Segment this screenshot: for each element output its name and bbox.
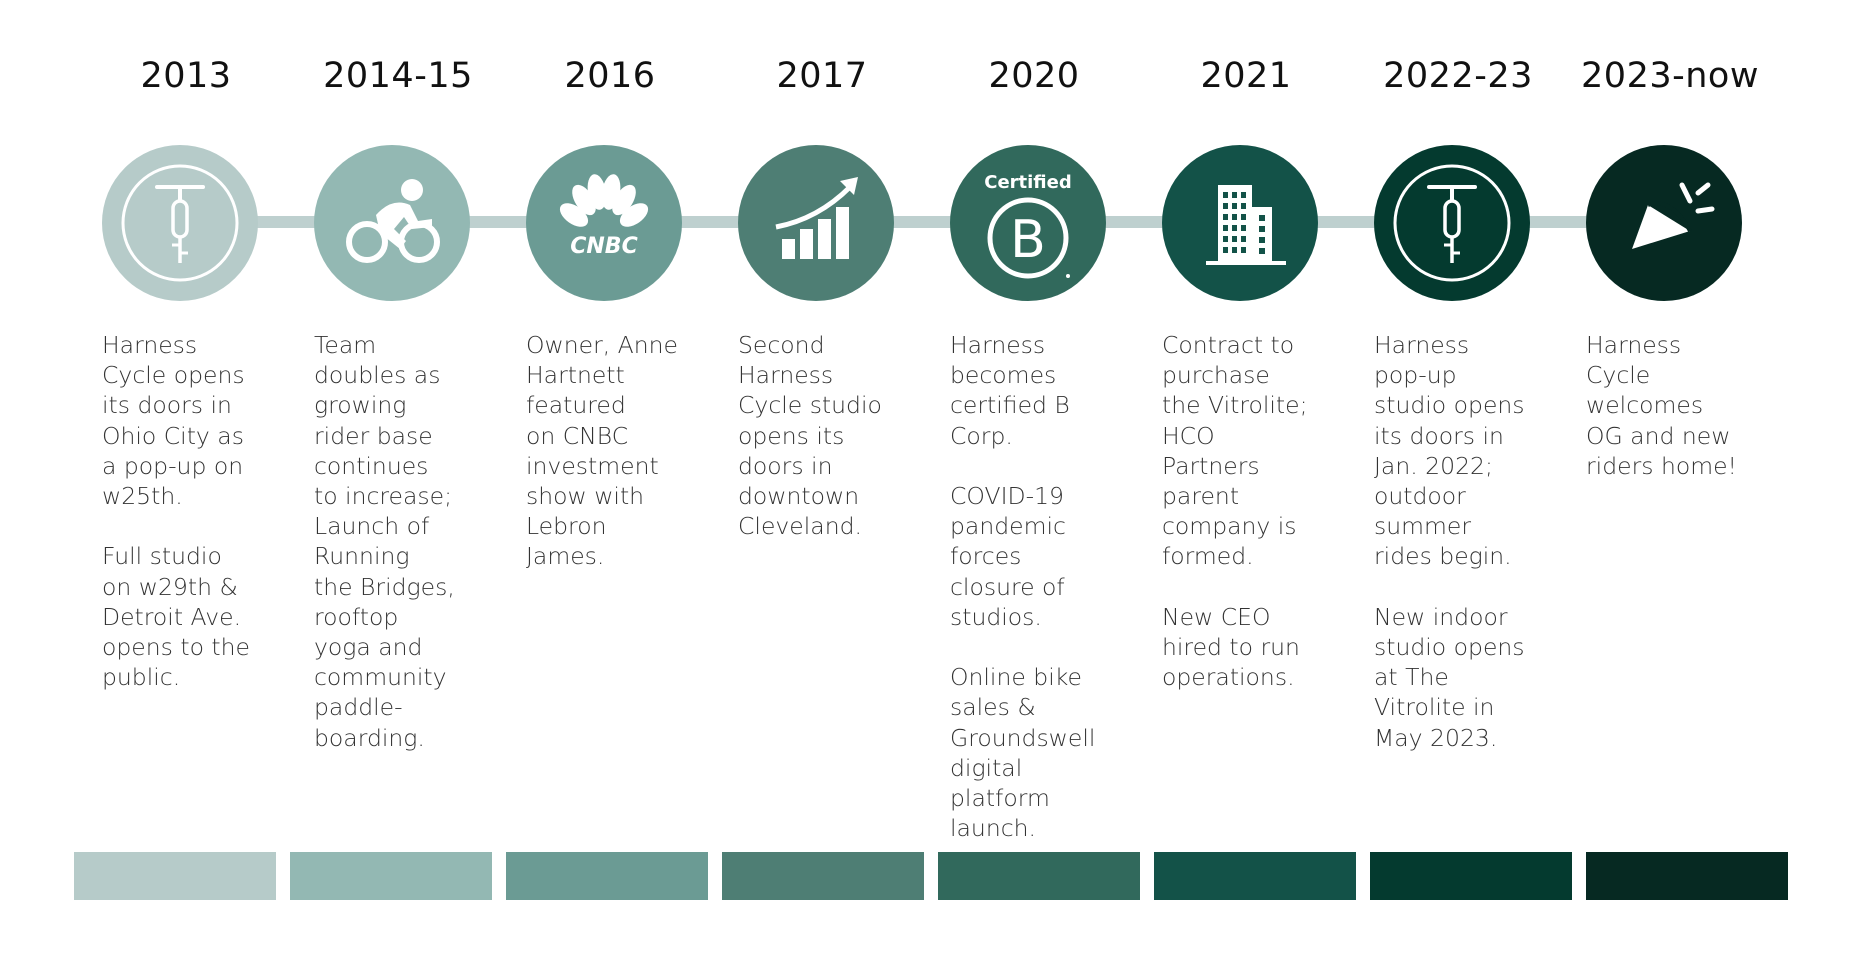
color-bar-segment xyxy=(506,852,708,900)
milestone-2016: 2016 CNBC Owner, Anne Hartnett featured o… xyxy=(502,0,718,920)
bike-front-icon xyxy=(121,164,239,282)
milestone-description: Contract to purchase the Vitrolite; HCO … xyxy=(1162,331,1308,692)
color-bar-segment xyxy=(1586,852,1788,900)
milestone-2017: 2017 Second Harness Cycle studio opens i… xyxy=(714,0,930,920)
milestone-year: 2021 xyxy=(1200,56,1292,96)
milestone-year: 2022-23 xyxy=(1383,56,1533,96)
milestone-2023-now: 2023-now Harness Cycle welcomes OG and n… xyxy=(1562,0,1778,920)
color-bar-segment xyxy=(1370,852,1572,900)
milestone-icon-circle xyxy=(738,145,894,301)
milestone-year: 2016 xyxy=(564,56,656,96)
milestone-icon-circle: CNBC xyxy=(526,145,682,301)
milestone-2020: 2020 Certified B Harness becomes certifi… xyxy=(926,0,1142,920)
color-bar-segment xyxy=(290,852,492,900)
b-corp-icon: Certified B xyxy=(984,172,1072,279)
milestone-year: 2020 xyxy=(988,56,1080,96)
milestone-description: Harness Cycle welcomes OG and new riders… xyxy=(1586,331,1737,480)
milestone-year: 2014-15 xyxy=(323,56,473,96)
party-popper-icon xyxy=(1632,182,1715,249)
milestone-icon-circle: Certified B xyxy=(950,145,1106,301)
milestone-2022-23: 2022-23 Harness pop-up studio opens its … xyxy=(1350,0,1566,920)
milestone-2014-15: 2014-15 Team doubles as growing rider ba… xyxy=(290,0,506,920)
color-bar-segment xyxy=(938,852,1140,900)
milestone-2013: 2013 Harness Cycle opens its doors in Oh… xyxy=(78,0,294,920)
milestone-description: Harness becomes certified B Corp. COVID-… xyxy=(950,331,1096,843)
cyclist-icon xyxy=(346,179,440,263)
milestone-icon-circle xyxy=(102,145,258,301)
milestone-icon-circle xyxy=(1162,145,1318,301)
milestone-icon-circle xyxy=(1374,145,1530,301)
svg-text:CNBC: CNBC xyxy=(570,234,637,259)
svg-text:B: B xyxy=(1010,210,1046,270)
growth-chart-icon xyxy=(775,177,858,259)
milestone-description: Owner, Anne Hartnett featured on CNBC in… xyxy=(526,331,678,571)
milestone-icon-circle xyxy=(1586,145,1742,301)
milestone-year: 2013 xyxy=(140,56,232,96)
milestone-icon-circle xyxy=(314,145,470,301)
milestone-description: Team doubles as growing rider base conti… xyxy=(314,331,455,752)
color-bar-segment xyxy=(74,852,276,900)
milestone-2021: 2021 Contract to purchase the Vitrolite;… xyxy=(1138,0,1354,920)
color-bar-segment xyxy=(1154,852,1356,900)
bike-front-icon xyxy=(1393,164,1511,282)
milestone-description: Second Harness Cycle studio opens its do… xyxy=(738,331,882,541)
milestone-year: 2017 xyxy=(776,56,868,96)
milestone-year: 2023-now xyxy=(1581,56,1759,96)
milestone-description: Harness Cycle opens its doors in Ohio Ci… xyxy=(102,331,250,692)
milestone-description: Harness pop-up studio opens its doors in… xyxy=(1374,331,1525,752)
color-bar-segment xyxy=(722,852,924,900)
svg-text:Certified: Certified xyxy=(984,172,1072,193)
office-building-icon xyxy=(1206,185,1286,265)
cnbc-peacock-icon: CNBC xyxy=(559,174,649,259)
